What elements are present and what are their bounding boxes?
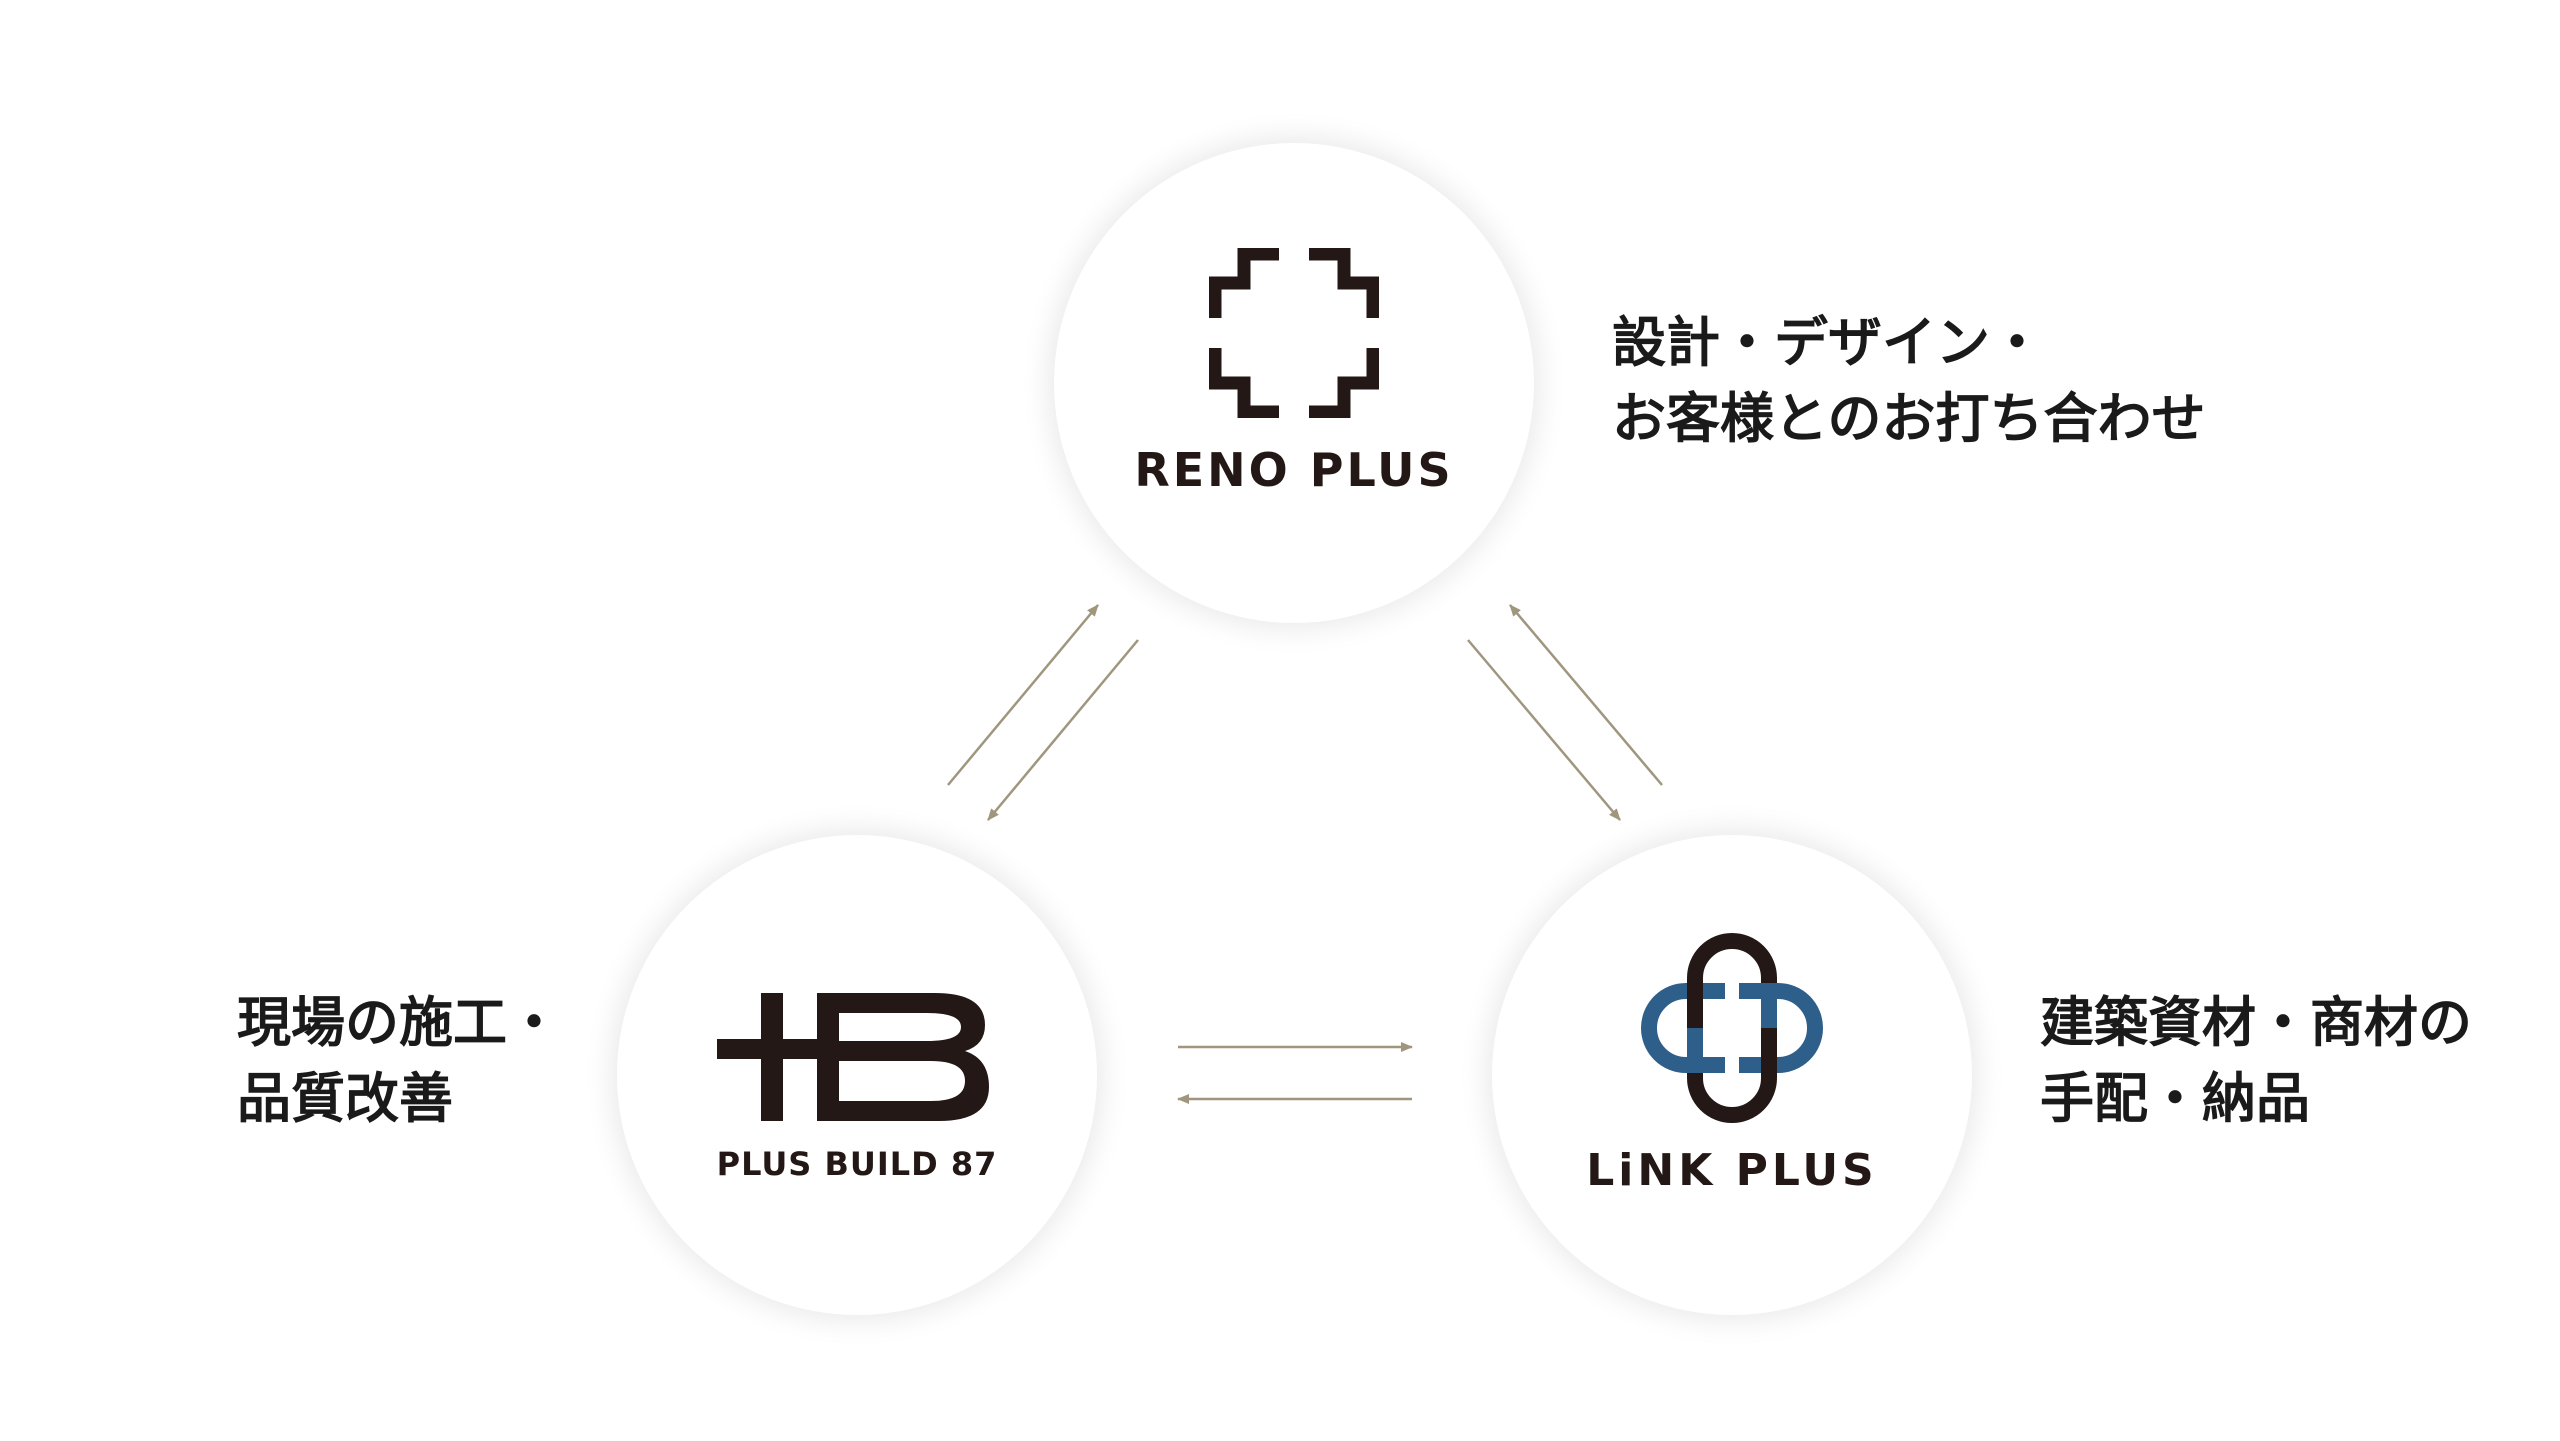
node-reno-plus: RENO PLUS [1054,143,1534,623]
description-build: 現場の施工・ 品質改善 [237,985,561,1137]
description-reno-line-1: 設計・デザイン・ [1612,311,2044,374]
arrow-build-to-reno [947,604,1099,786]
description-build-line-2: 品質改善 [237,1067,453,1130]
arrow-reno-to-link [1467,639,1621,821]
brand-name-link: LiNK PLUS [1586,1145,1878,1196]
description-link-line-2: 手配・納品 [2040,1067,2310,1130]
description-reno: 設計・デザイン・ お客様とのお打ち合わせ [1612,305,2205,457]
brand-name-build: PLUS BUILD 87 [716,1145,998,1183]
description-link: 建築資材・商材の 手配・納品 [2040,985,2472,1137]
brand-name-reno: RENO PLUS [1134,443,1454,497]
hb-monogram-logo-icon [717,993,989,1121]
arrow-link-to-reno [1509,604,1663,786]
description-link-line-1: 建築資材・商材の [2040,991,2472,1054]
node-link-plus: LiNK PLUS [1492,835,1972,1315]
node-plus-build-87: PLUS BUILD 87 [617,835,1097,1315]
arrow-reno-to-build [987,639,1139,821]
interlocked-chain-cross-logo-icon [1641,933,1823,1123]
description-build-line-1: 現場の施工・ [237,991,561,1054]
description-reno-line-2: お客様とのお打ち合わせ [1612,387,2206,450]
cross-bracket-logo-icon [1209,248,1379,418]
